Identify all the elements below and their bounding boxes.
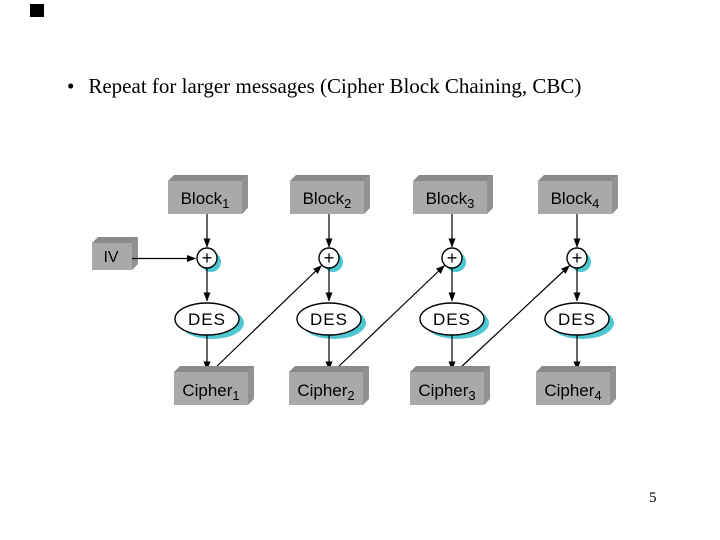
- block-box: Block4: [538, 175, 618, 214]
- cipher-box-side: [248, 366, 254, 405]
- cipher-label: Cipher3: [418, 381, 475, 403]
- block-box: Block2: [290, 175, 370, 214]
- des-node: [544, 302, 610, 336]
- cipher-box-side: [610, 366, 616, 405]
- xor-symbol: +: [572, 248, 583, 268]
- iv-box: IV: [92, 237, 138, 270]
- page-number: 5: [649, 490, 657, 506]
- cipher-box-front: [536, 372, 610, 405]
- cbc-column-4: Block4 + DES Cipher4: [536, 175, 618, 405]
- cipher-box-top: [289, 366, 369, 372]
- block-label: Block1: [181, 189, 230, 211]
- bullet-title-row: • Repeat for larger messages (Cipher Blo…: [67, 74, 667, 99]
- des-node: [419, 302, 485, 336]
- des-label: DES: [558, 310, 596, 329]
- cbc-column-3: Block3 + DES Cipher3: [410, 175, 493, 405]
- arrow-cipher1-to-xor2: [213, 265, 322, 370]
- xor-symbol: +: [447, 248, 458, 268]
- cipher-box-top: [174, 366, 254, 372]
- block-box-side: [487, 175, 493, 214]
- cipher-box-front: [410, 372, 484, 405]
- block-box-front: [290, 181, 364, 214]
- cbc-column-1: Block1 + DES Cipher1: [168, 175, 254, 405]
- page-title: Repeat for larger messages (Cipher Block…: [88, 74, 582, 98]
- des-label: DES: [433, 310, 471, 329]
- xor-node: [441, 247, 463, 269]
- block-box-top: [538, 175, 618, 181]
- des-node: [174, 302, 240, 336]
- des-node: [296, 302, 362, 336]
- block-label: Block2: [303, 189, 352, 211]
- cipher-box-side: [484, 366, 490, 405]
- block-box-front: [168, 181, 242, 214]
- block-box: Block3: [413, 175, 493, 214]
- arrow-cipher3-to-xor4: [458, 265, 570, 370]
- cipher-box-top: [536, 366, 616, 372]
- cipher-box-front: [289, 372, 363, 405]
- cipher-box-top: [410, 366, 490, 372]
- block-box-front: [413, 181, 487, 214]
- block-box-front: [538, 181, 612, 214]
- iv-box-top: [92, 237, 138, 243]
- cipher-box: Cipher2: [289, 366, 369, 405]
- xor-node: [318, 247, 340, 269]
- cipher-box-side: [363, 366, 369, 405]
- xor-symbol: +: [324, 248, 335, 268]
- block-box-side: [364, 175, 370, 214]
- block-box: Block1: [168, 175, 248, 214]
- arrow-cipher2-to-xor3: [335, 265, 445, 370]
- block-box-side: [242, 175, 248, 214]
- block-box-top: [413, 175, 493, 181]
- cipher-box: Cipher3: [410, 366, 490, 405]
- xor-node: [566, 247, 588, 269]
- block-label: Block4: [551, 189, 600, 211]
- des-label: DES: [310, 310, 348, 329]
- block-box-top: [290, 175, 370, 181]
- cipher-label: Cipher1: [182, 381, 239, 403]
- cbc-column-2: Block2 + DES Cipher2: [289, 175, 370, 405]
- cipher-box-front: [174, 372, 248, 405]
- cipher-label: Cipher2: [297, 381, 354, 403]
- iv-box-side: [132, 237, 138, 270]
- iv-box-front: [92, 243, 132, 270]
- iv-label: IV: [103, 249, 118, 266]
- block-box-side: [612, 175, 618, 214]
- cipher-box: Cipher1: [174, 366, 254, 405]
- des-label: DES: [188, 310, 226, 329]
- block-box-top: [168, 175, 248, 181]
- xor-symbol: +: [202, 248, 213, 268]
- bullet-marker: •: [67, 74, 75, 98]
- cipher-box: Cipher4: [536, 366, 616, 405]
- cipher-label: Cipher4: [544, 381, 601, 403]
- xor-node: [196, 247, 218, 269]
- corner-mark: [30, 4, 44, 17]
- block-label: Block3: [426, 189, 475, 211]
